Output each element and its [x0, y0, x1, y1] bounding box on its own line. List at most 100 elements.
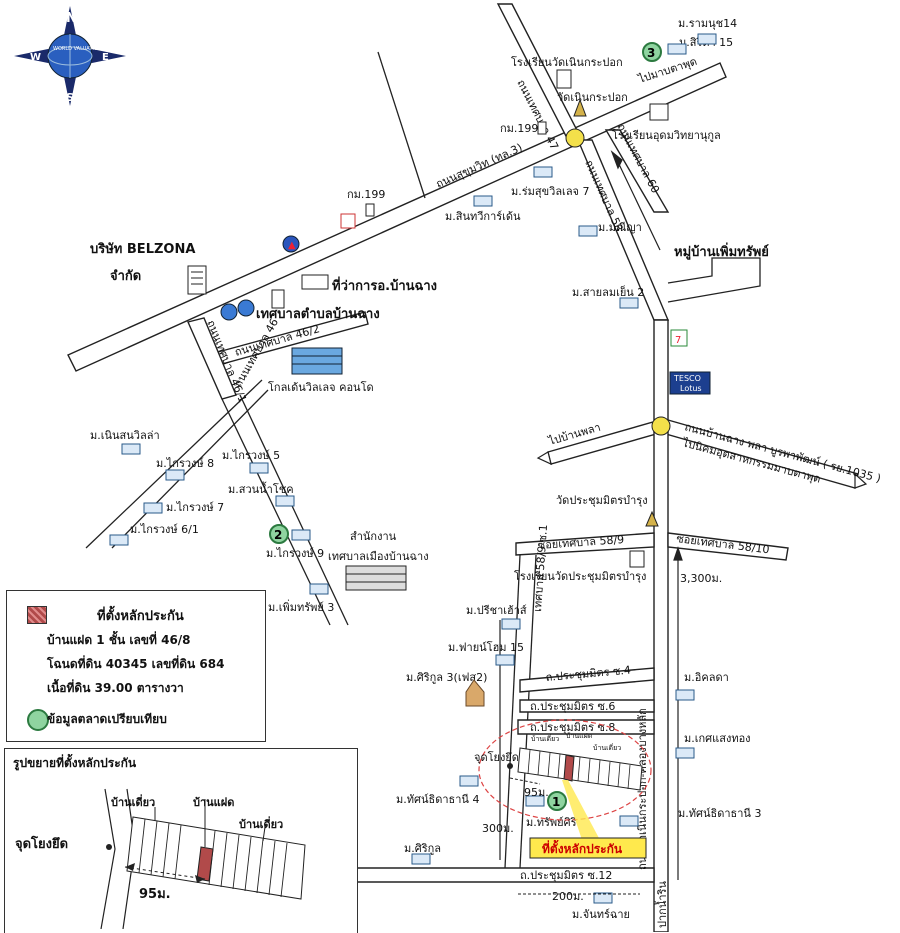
school-icon [649, 103, 669, 121]
temple-icon [573, 98, 587, 117]
label-school-prachum: โรงเรียนวัดประชุมมิตรบำรุง [514, 569, 646, 583]
legend-line-3: เนื้อที่ดิน 39.00 ตารางวา [47, 681, 184, 695]
subject-plot-marker [563, 754, 575, 782]
house-icon [275, 495, 295, 507]
label-village: ม.ทัศน์ธิดาธานี 3 [678, 807, 761, 820]
road-prachum-6 [519, 699, 655, 713]
label-village: ม.จันทร์ฉาย [572, 908, 630, 921]
house-icon [533, 166, 553, 178]
compass-n: N [66, 11, 77, 26]
marker-number: 1 [552, 795, 560, 809]
seven-eleven-icon [670, 329, 688, 347]
house-icon [109, 534, 129, 546]
label-km199-b: กม.199 [347, 188, 385, 201]
marker-number: 2 [274, 528, 282, 542]
house-icon [675, 747, 695, 759]
label-belzona-2: จำกัด [110, 268, 141, 284]
house-icon [675, 689, 695, 701]
comparable-marker [269, 524, 289, 544]
label-subject: ที่ตั้งหลักประกัน [542, 839, 623, 856]
compass-brand: WORLD VALUATION [53, 46, 102, 52]
office-building-icon [345, 565, 407, 591]
label-village: ม.ไกรวงษ์ 5 [222, 449, 280, 462]
label-village: ม.สวนน้ำโชค [228, 481, 294, 496]
house-icon [501, 618, 521, 630]
inset-junction-label: จุดโยงยึด [15, 837, 69, 852]
comparable-swatch-icon [27, 709, 49, 731]
label-village: ม.ศิริกูล [404, 842, 441, 855]
label-distance: 200ม. [552, 890, 584, 903]
label-distance: 300ม. [482, 822, 514, 835]
house-icon [309, 583, 329, 595]
gas-station-icon [220, 303, 238, 321]
compass-w: W [30, 52, 41, 63]
subject-area: จุดโยงยึด บ้านเดี่ยว บ้านแฝด บ้านเดี่ยว … [474, 719, 652, 859]
svg-text:7: 7 [675, 335, 681, 346]
shop-icon [340, 213, 356, 229]
label-belzona: บริษัท BELZONA [90, 242, 195, 257]
gas-station-icon [282, 235, 300, 253]
label-office: สำนักงาน [350, 530, 397, 543]
road-soi-58-9 [515, 532, 655, 556]
inset-title: รูปขยายที่ตั้งหลักประกัน [13, 756, 137, 770]
legend-line-2: โฉนดที่ดิน 40345 เลขที่ดิน 684 [47, 657, 225, 671]
label-school-udom: โรงเรียนอุดมวิทยานุกูล [612, 128, 721, 142]
house-icon [473, 195, 493, 207]
condo-building-icon [291, 347, 343, 375]
compass-e: E [102, 52, 109, 63]
label-tessaban-tambon: เทศบาลตำบลบ้านฉาง [256, 306, 380, 322]
label-distance: 3,300ม. [680, 572, 722, 585]
label-soi-58-9: ซอยเทศบาล 58/9 [537, 533, 624, 552]
compass-s: S [66, 91, 74, 104]
label-lotus: Lotus [680, 384, 702, 393]
house-icon [249, 462, 269, 474]
inset-house-label: บ้านเดี่ยว [111, 796, 156, 809]
road-tessaban-46-1 [187, 317, 237, 400]
label-village: ม.ไกรวงษ์ 9 [266, 547, 324, 560]
label-house: บ้านเดี่ยว [531, 734, 559, 743]
house-icon [465, 679, 485, 707]
subject-swatch-icon [27, 606, 47, 624]
inset-junction-point [106, 844, 112, 850]
label-wat-noen: วัดเนินกระปอก [557, 91, 628, 104]
label-village: ม.สินทวีการ์เด้น [445, 210, 521, 223]
traffic-signal-icon [565, 128, 585, 148]
government-building-icon [301, 274, 329, 290]
school-icon [629, 550, 645, 568]
house-icon [619, 815, 639, 827]
label-golden-village: โกลเด้นวิลเลจ คอนโด [268, 380, 374, 394]
label-office-2: เทศบาลเมืองบ้านฉาง [328, 550, 429, 563]
label-village: ม.ปรีชาเฮ้าส์ [466, 604, 527, 617]
label-house: บ้านเดี่ยว [593, 743, 621, 752]
label-distance: 95ม. [524, 786, 549, 799]
label-village: ม.สายลมเย็น 2 [572, 285, 644, 299]
km-post-icon [365, 203, 375, 217]
legend-comparable: ข้อมูลตลาดเปรียบเทียบ [47, 712, 167, 726]
subject-callout [529, 837, 647, 859]
label-village: ม.ศิริกูล 3(เฟส2) [406, 671, 487, 684]
house-icon [578, 225, 598, 237]
inset-distance-label: 95ม. [139, 887, 171, 902]
inset-subject-plot [196, 846, 214, 882]
house-icon [667, 43, 687, 55]
label-village: ม.ไกรวงษ์ 8 [156, 457, 214, 470]
label-village: ม.รามนุช14 [678, 17, 737, 30]
school-icon [556, 69, 572, 89]
label-village: ม.อิคลดา [684, 671, 729, 684]
marker-number: 3 [647, 46, 655, 60]
comparable-marker [642, 42, 662, 62]
house-icon [593, 892, 613, 904]
road-prachum-4 [519, 667, 655, 693]
house-icon [291, 529, 311, 541]
house-icon [697, 33, 717, 45]
label-village: ม.ไกรวงษ์ 7 [166, 501, 224, 514]
inset-house-label: บ้านแฝด [193, 796, 235, 809]
label-village: ม.เนินสนวิลล่า [90, 429, 160, 442]
house-icon [121, 443, 141, 455]
village-markers: ม.รามนุช14 ม.สิริดา 15 ม.ร่มสุขวิลเลจ 7 … [90, 17, 761, 921]
label-tessaban-58-9-1: เทศบาล 58/9 ซ.1 [531, 524, 550, 612]
temple-icon [645, 510, 659, 527]
house-icon [143, 502, 163, 514]
label-prachum-6: ถ.ประชุมมิตร ซ.6 [530, 700, 615, 713]
